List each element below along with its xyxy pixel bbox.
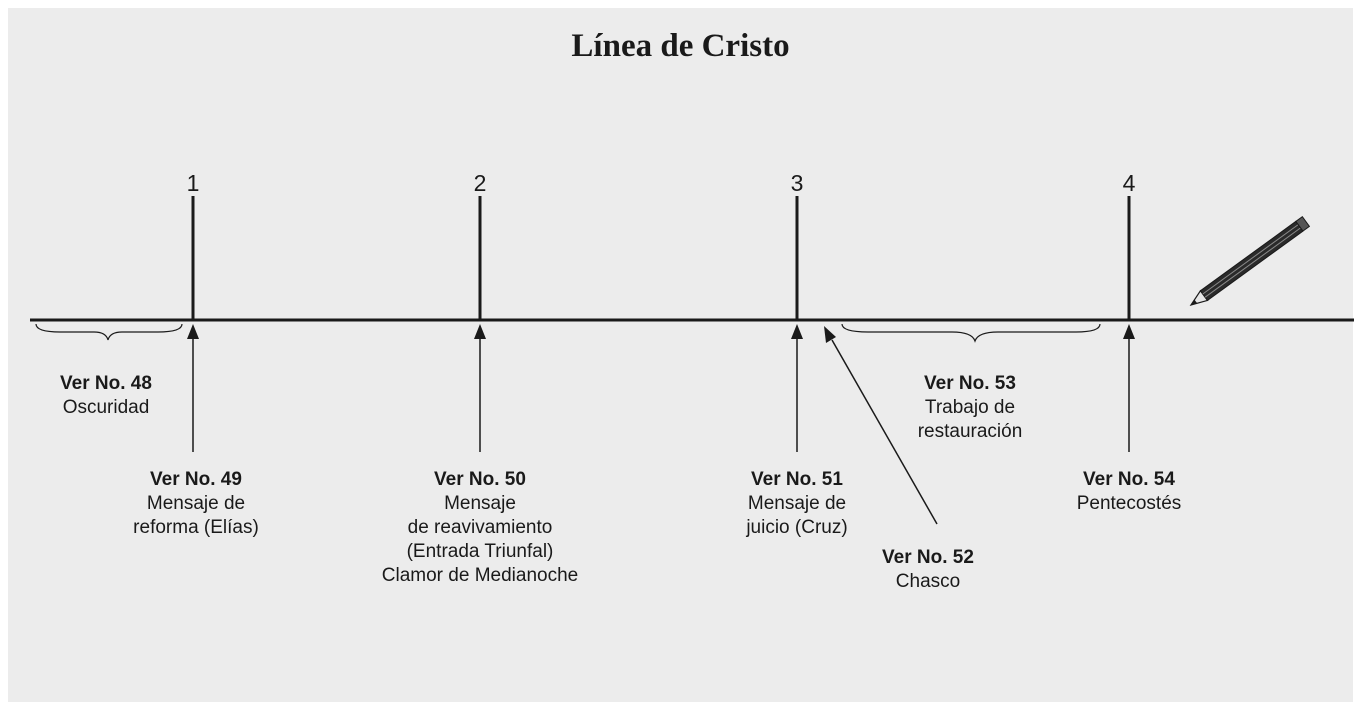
label-brace-right: Ver No. 53 Trabajo de restauración — [918, 372, 1023, 444]
arrow-marker-1 — [187, 324, 199, 452]
arrow-marker-2 — [474, 324, 486, 452]
marker-number-3: 3 — [790, 170, 804, 196]
arrow-marker-3 — [791, 324, 803, 452]
label-desc: Mensaje de reforma (Elías) — [133, 493, 259, 538]
label-ref: Ver No. 51 — [751, 469, 843, 490]
label-marker-2: Ver No. 50 Mensaje de reavivamiento (Ent… — [382, 468, 578, 588]
label-desc: Mensaje de reavivamiento (Entrada Triunf… — [381, 493, 579, 586]
marker-number-4: 4 — [1122, 170, 1136, 196]
label-desc: Chasco — [895, 571, 961, 592]
brace-right — [841, 323, 1101, 343]
label-ref: Ver No. 52 — [882, 547, 974, 568]
label-marker-3: Ver No. 51 Mensaje de juicio (Cruz) — [746, 468, 847, 540]
marker-number-2: 2 — [473, 170, 487, 196]
arrow-marker-4 — [1123, 324, 1135, 452]
label-marker-1: Ver No. 49 Mensaje de reforma (Elías) — [133, 468, 259, 540]
diagram-title: Línea de Cristo — [571, 28, 790, 64]
pencil-icon — [1189, 215, 1311, 307]
label-desc: Mensaje de juicio (Cruz) — [746, 493, 848, 538]
marker-number-1: 1 — [186, 170, 200, 196]
label-brace-left: Ver No. 48 Oscuridad — [60, 372, 152, 420]
label-disappointment: Ver No. 52 Chasco — [882, 546, 974, 594]
label-ref: Ver No. 48 — [60, 373, 152, 394]
label-marker-4: Ver No. 54 Pentecostés — [1077, 468, 1182, 516]
label-desc: Trabajo de restauración — [917, 397, 1023, 442]
label-desc: Oscuridad — [62, 397, 150, 418]
label-desc: Pentecostés — [1076, 493, 1182, 514]
label-ref: Ver No. 54 — [1083, 469, 1175, 490]
label-ref: Ver No. 53 — [924, 373, 1016, 394]
brace-left — [35, 323, 183, 341]
arrow-disappointment — [824, 326, 938, 525]
label-ref: Ver No. 50 — [434, 469, 526, 490]
label-ref: Ver No. 49 — [150, 469, 242, 490]
